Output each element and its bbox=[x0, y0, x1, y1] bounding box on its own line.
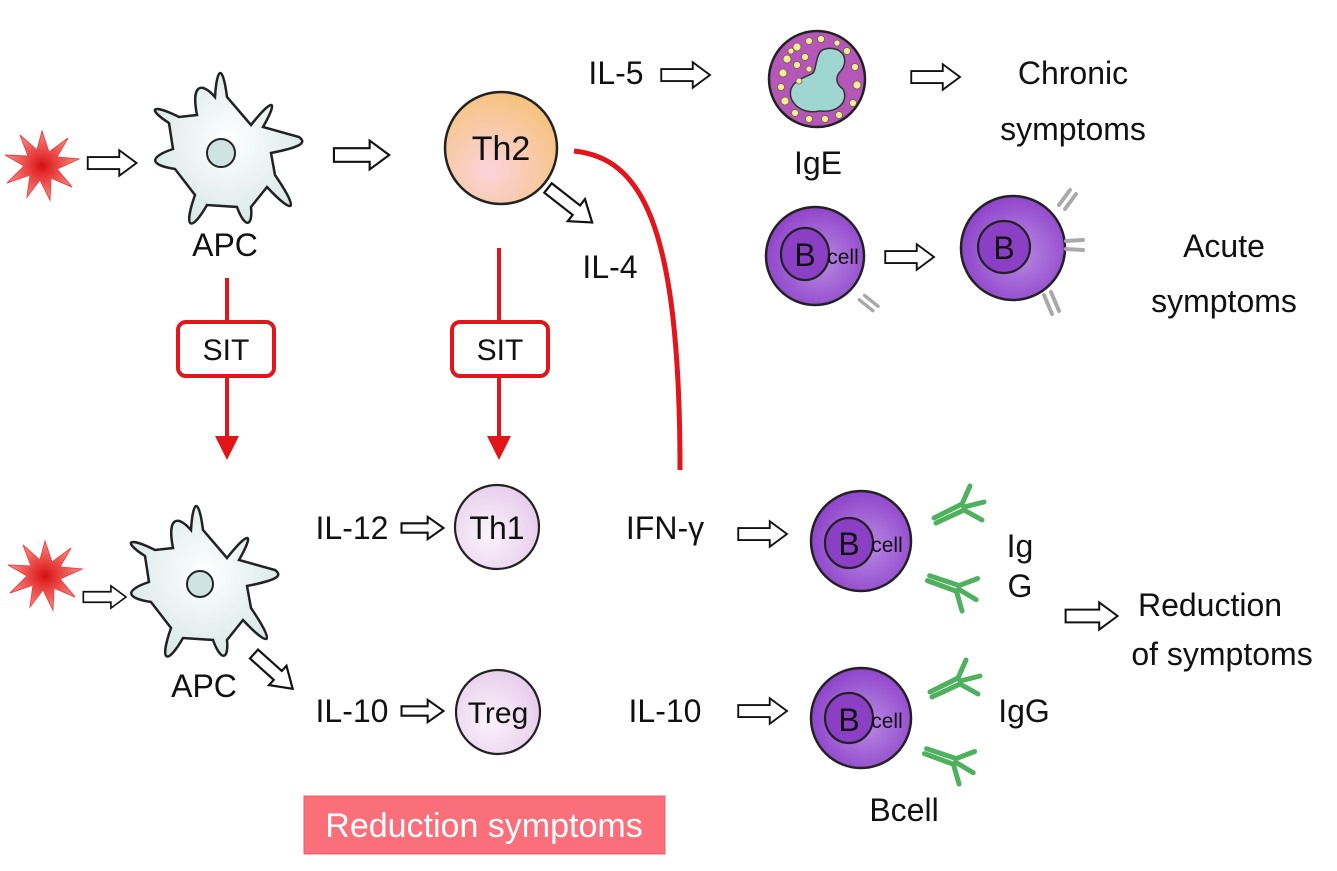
arrow-il10-to-bcell bbox=[737, 697, 789, 725]
reduction-symptoms-banner bbox=[303, 795, 666, 855]
arrow-il5-to-eosinophil bbox=[660, 61, 711, 89]
sit-left-label: SIT bbox=[203, 334, 250, 367]
igg-split-line2: G bbox=[1008, 568, 1033, 604]
il10-left-label: IL-10 bbox=[316, 693, 389, 729]
reduction-line2: of symptoms bbox=[1131, 636, 1312, 672]
th1-label: Th1 bbox=[469, 510, 524, 546]
ifng-label: IFN-γ bbox=[626, 510, 704, 546]
il10-right-label: IL-10 bbox=[629, 693, 702, 729]
bcell-activated-b: B bbox=[993, 230, 1014, 266]
arrow-allergen-to-apc-bottom bbox=[82, 584, 127, 610]
eosinophil-cell bbox=[767, 29, 867, 129]
allergen-icon bbox=[4, 129, 81, 202]
arrow-th2-to-il4 bbox=[542, 181, 594, 224]
arrow-bcell-to-activated bbox=[884, 243, 935, 271]
treg-label: Treg bbox=[468, 697, 529, 730]
bcell-top bbox=[764, 205, 880, 315]
bcell-ifng bbox=[809, 489, 913, 593]
il12-label: IL-12 bbox=[316, 510, 389, 546]
bcell-il10-b: B bbox=[838, 702, 859, 738]
igg-antibody-icon bbox=[923, 726, 985, 788]
arrow-il12-to-th1 bbox=[400, 515, 445, 541]
arrow-apc-to-th2 bbox=[332, 139, 391, 171]
reduction-symptoms-banner-label: Reduction symptoms bbox=[325, 807, 642, 845]
apc-top-label: APC bbox=[192, 227, 258, 263]
igg-split-line1: Ig bbox=[1007, 528, 1034, 564]
bcell-il10-cell: cell bbox=[871, 710, 903, 733]
apc-cell-top bbox=[153, 72, 304, 225]
sit-left bbox=[176, 278, 276, 460]
arrow-apc-to-il10 bbox=[248, 647, 295, 691]
chronic-symptoms-line1: Chronic bbox=[1018, 55, 1128, 91]
inhibition-line-th2-ifng bbox=[573, 148, 683, 471]
arrow-il10-to-treg bbox=[400, 698, 445, 724]
arrow-ifng-to-bcell bbox=[737, 520, 789, 548]
allergen-bottom-icon bbox=[7, 539, 84, 612]
arrow-eosinophil-to-chronic bbox=[910, 63, 962, 91]
igg-antibody-icon bbox=[930, 660, 980, 697]
il4-label: IL-4 bbox=[582, 249, 637, 285]
igg-label: IgG bbox=[998, 693, 1050, 729]
il5-label: IL-5 bbox=[588, 55, 643, 91]
th2-label: Th2 bbox=[472, 130, 531, 168]
igg-antibody-icon bbox=[926, 553, 988, 615]
bcell-top-cell: cell bbox=[827, 246, 859, 269]
bcell-ifng-b: B bbox=[838, 526, 859, 562]
th1-cell bbox=[453, 483, 541, 571]
acute-symptoms-line2: symptoms bbox=[1151, 283, 1297, 319]
igg-antibody-icon bbox=[934, 486, 984, 523]
arrow-allergen-to-apc bbox=[86, 149, 138, 177]
reduction-line1: Reduction bbox=[1138, 587, 1282, 623]
treg-cell bbox=[454, 668, 542, 756]
apc-bottom-label: APC bbox=[171, 668, 237, 704]
bcell-top-b: B bbox=[794, 237, 815, 273]
apc-cell-bottom bbox=[129, 505, 280, 658]
bcell-caption: Bcell bbox=[869, 792, 938, 828]
arrow-to-reduction bbox=[1064, 601, 1119, 631]
sit-right-label: SIT bbox=[477, 334, 524, 367]
bcell-activated bbox=[959, 188, 1085, 316]
sit-right bbox=[450, 248, 550, 460]
chronic-symptoms-line2: symptoms bbox=[1000, 111, 1146, 147]
bcell-ifng-cell: cell bbox=[871, 534, 903, 557]
th2-cell bbox=[443, 90, 559, 206]
ige-label: IgE bbox=[794, 145, 842, 181]
acute-symptoms-line1: Acute bbox=[1183, 228, 1265, 264]
bcell-il10 bbox=[809, 666, 913, 770]
